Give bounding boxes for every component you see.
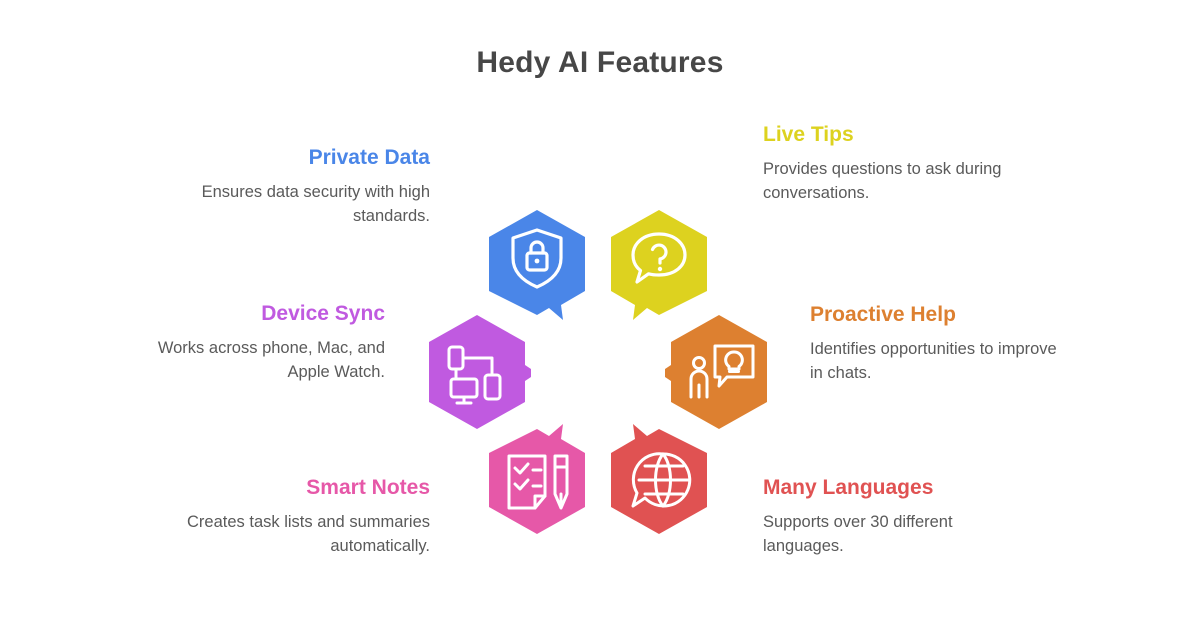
feature-description-private-data: Ensures data security with high standard…	[201, 183, 430, 225]
feature-hexagon-live-tips	[605, 208, 713, 326]
feature-text-live-tips: Live Tips Provides questions to ask duri…	[763, 123, 1023, 205]
shield-lock-icon	[511, 228, 563, 289]
feature-title-proactive-help: Proactive Help	[810, 303, 956, 326]
feature-title-device-sync: Device Sync	[261, 302, 385, 325]
feature-icon-cluster	[420, 206, 780, 536]
person-idea-bubble-icon	[689, 344, 755, 399]
feature-text-private-data: Private Data Ensures data security with …	[170, 146, 430, 228]
feature-hexagon-many-languages	[605, 418, 713, 536]
feature-title-many-languages: Many Languages	[763, 476, 934, 499]
checklist-pen-icon	[507, 454, 569, 510]
devices-network-icon	[447, 345, 502, 405]
feature-description-device-sync: Works across phone, Mac, and Apple Watch…	[157, 339, 385, 381]
feature-title-private-data: Private Data	[308, 146, 430, 169]
feature-title-smart-notes: Smart Notes	[306, 476, 430, 499]
feature-hexagon-smart-notes	[483, 418, 591, 536]
feature-description-proactive-help: Identifies opportunities to improve in c…	[810, 340, 1057, 382]
hexagon-shape-private-data	[489, 210, 585, 320]
feature-hexagon-private-data	[483, 208, 591, 326]
feature-text-device-sync: Device Sync Works across phone, Mac, and…	[125, 302, 385, 384]
feature-title-live-tips: Live Tips	[763, 123, 854, 146]
feature-description-many-languages: Supports over 30 different languages.	[763, 513, 953, 555]
globe-bubble-icon	[631, 452, 692, 508]
feature-description-live-tips: Provides questions to ask during convers…	[763, 160, 1002, 202]
hexagon-shape-device-sync	[429, 315, 531, 429]
feature-text-smart-notes: Smart Notes Creates task lists and summa…	[170, 476, 430, 558]
feature-hexagon-proactive-help	[665, 313, 773, 431]
feature-description-smart-notes: Creates task lists and summaries automat…	[187, 513, 430, 555]
feature-hexagon-device-sync	[423, 313, 531, 431]
page-title: Hedy AI Features	[476, 46, 724, 79]
feature-text-many-languages: Many Languages Supports over 30 differen…	[763, 476, 1023, 558]
feature-text-proactive-help: Proactive Help Identifies opportunities …	[810, 303, 1070, 385]
hexagon-shape-live-tips	[611, 210, 707, 320]
question-bubble-icon	[631, 232, 687, 284]
hexagon-shape-smart-notes	[489, 424, 585, 534]
